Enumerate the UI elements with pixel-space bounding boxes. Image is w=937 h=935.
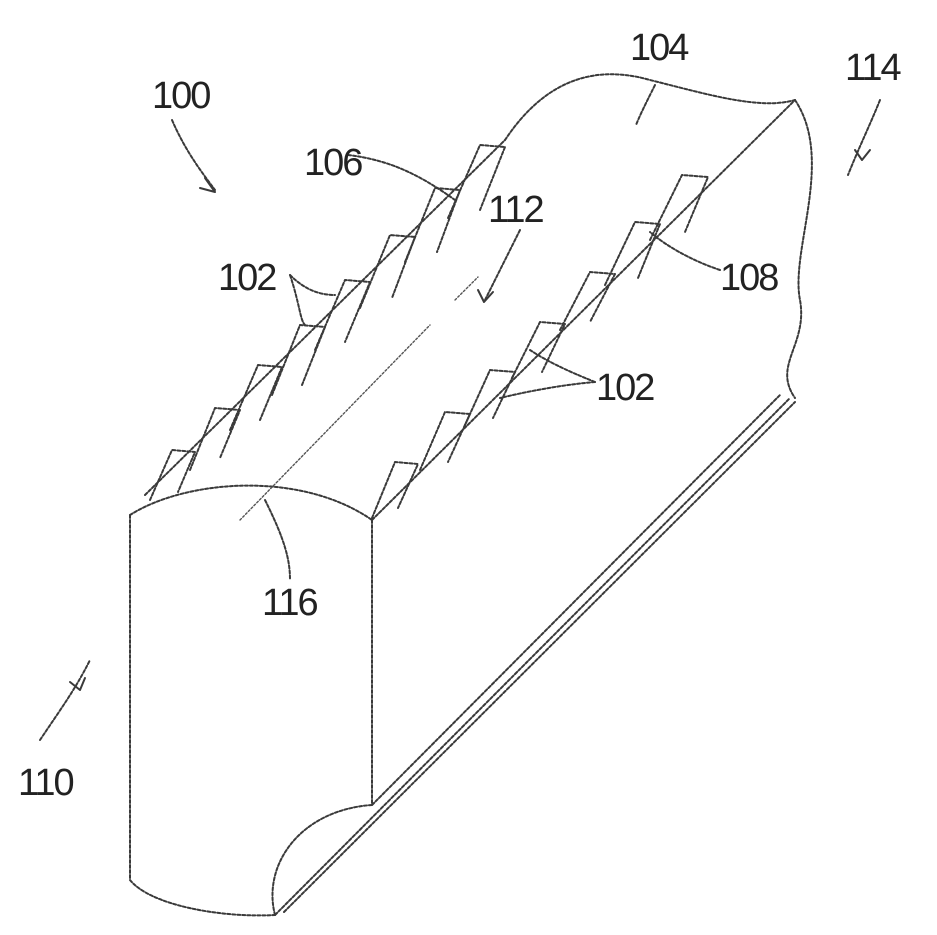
label-106: 106: [304, 142, 362, 184]
reference-labels: 100 102 102 104 106 108 110 112 114 116: [18, 27, 901, 804]
label-112: 112: [488, 189, 543, 231]
label-108: 108: [720, 257, 778, 299]
label-114: 114: [845, 47, 901, 89]
label-102-lower: 102: [596, 367, 654, 409]
label-100: 100: [152, 75, 210, 117]
label-116: 116: [262, 582, 317, 624]
label-104: 104: [630, 27, 689, 69]
housing-body: [130, 74, 812, 915]
label-102-upper: 102: [218, 257, 276, 299]
label-110: 110: [18, 762, 73, 804]
